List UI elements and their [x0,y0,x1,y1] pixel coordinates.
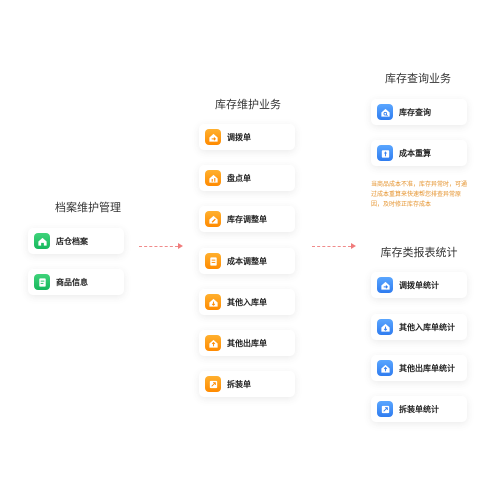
archive-item-label: 店仓档案 [56,236,88,246]
archive-item-store[interactable]: 店仓档案 [28,228,124,254]
maintenance-item-label: 库存调整单 [227,214,267,224]
archive-section-title: 档案维护管理 [55,201,121,214]
cost-recalc-note: 当商品成本不准，库存异常时，可通过成本重算来快速帮您排查异常原因，及时修正库存成… [371,181,468,208]
report-item-assembly-stats[interactable]: 拆装单统计 [371,396,467,422]
maintenance-item-inventory-adjust[interactable]: 库存调整单 [199,206,295,232]
report-item-label: 其他出库单统计 [399,363,455,373]
maintenance-item-stocktake[interactable]: 盘点单 [199,165,295,191]
maintenance-item-assembly[interactable]: 拆装单 [199,371,295,397]
product-doc-icon [34,274,50,290]
inventory-query-icon [377,104,393,120]
report-item-label: 拆装单统计 [399,404,439,414]
maintenance-item-transfer[interactable]: 调拨单 [199,124,295,150]
maintenance-item-other-inbound[interactable]: 其他入库单 [199,289,295,315]
report-item-outbound-stats[interactable]: 其他出库单统计 [371,355,467,381]
maintenance-item-label: 拆装单 [227,379,251,389]
cost-adjust-icon [205,253,221,269]
inventory-adjust-icon [205,211,221,227]
report-item-label: 其他入库单统计 [399,322,455,332]
report-item-label: 调拨单统计 [399,280,439,290]
archive-item-label: 商品信息 [56,277,88,287]
inventory-reports-title: 库存类报表统计 [380,246,458,259]
maintenance-item-label: 其他入库单 [227,297,267,307]
maintenance-item-label: 盘点单 [227,173,251,183]
query-item-label: 成本重算 [399,148,431,158]
maintenance-item-cost-adjust[interactable]: 成本调整单 [199,248,295,274]
inbound-stats-icon [377,319,393,335]
maintenance-item-label: 其他出库单 [227,338,267,348]
other-inbound-icon [205,294,221,310]
transfer-stats-icon [377,277,393,293]
maintenance-item-label: 成本调整单 [227,256,267,266]
other-outbound-icon [205,335,221,351]
flow-arrow-maintenance-to-query [312,242,356,250]
archive-item-product[interactable]: 商品信息 [28,269,124,295]
outbound-stats-icon [377,360,393,376]
flow-arrow-archive-to-maintenance [139,242,183,250]
assembly-icon [205,376,221,392]
cost-recalc-icon [377,145,393,161]
maintenance-item-label: 调拨单 [227,132,251,142]
inventory-maintenance-title: 库存维护业务 [215,98,281,111]
query-item-cost-recalc[interactable]: 成本重算 [371,140,467,166]
report-item-inbound-stats[interactable]: 其他入库单统计 [371,314,467,340]
stocktake-icon [205,170,221,186]
assembly-stats-icon [377,401,393,417]
inventory-query-title: 库存查询业务 [385,72,451,85]
maintenance-item-other-outbound[interactable]: 其他出库单 [199,330,295,356]
store-icon [34,233,50,249]
query-item-inventory[interactable]: 库存查询 [371,99,467,125]
query-item-label: 库存查询 [399,107,431,117]
report-item-transfer-stats[interactable]: 调拨单统计 [371,272,467,298]
transfer-order-icon [205,129,221,145]
